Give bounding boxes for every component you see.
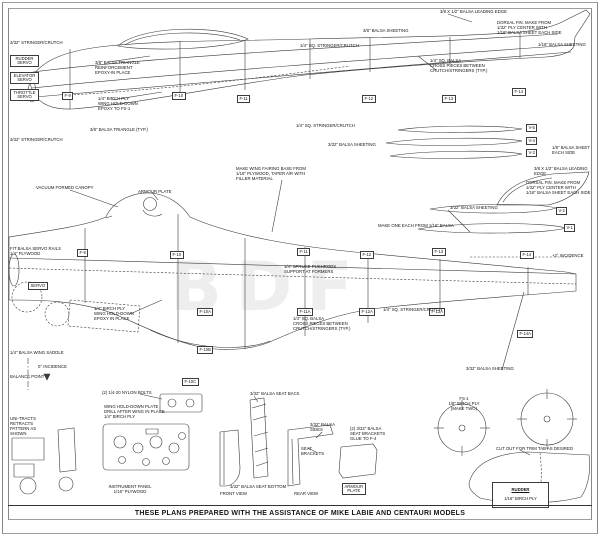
former-top-f9: F-9 xyxy=(62,92,74,100)
note-seat-brackets-qty: (2) 3/32" BALSA SEAT BRACKETS GLUE TO F-… xyxy=(350,426,386,442)
note-incidence-0: 0° INCIDENCE xyxy=(38,364,67,369)
former-top-f14: F-14 xyxy=(512,88,526,96)
former-top-f13: F-13 xyxy=(442,95,456,103)
note-leading-edge-topright: 3/8 X 1/2" BALSA LEADING EDGE xyxy=(440,9,507,14)
leader-lines xyxy=(70,14,530,455)
servo-box-mid: SERVO xyxy=(28,282,48,290)
note-wing-holddown-plate: WING HOLD-DOWN PLATE DRILL AFTER WING IN… xyxy=(104,404,165,420)
title-strip-text: THESE PLANS PREPARED WITH THE ASSISTANCE… xyxy=(134,510,466,517)
note-dorsal-fin-right: DORSAL FIN. MAKE FROM 1/32" PLY CENTER W… xyxy=(526,180,591,196)
former-sub-f14a: F-14A xyxy=(517,330,534,338)
note-balance-point: BALANCE POINT xyxy=(10,374,45,379)
note-sq-stringer-top2: 1/4" SQ. STRINGER/CRUTCH xyxy=(296,123,355,128)
note-balsa-triangle-typ: 3/8" BALSA TRIANGLE (TYP.) xyxy=(90,127,148,132)
fs1-discs-drawing xyxy=(434,389,577,456)
note-leading-edge-right: 3/8 X 1/2" BALSA LEADING EDGE xyxy=(534,166,588,177)
former-sub-f10a: F-10A xyxy=(197,308,214,316)
template-v4: V-4 xyxy=(526,137,538,145)
servo-box-throttle: THROTTLE SERVO xyxy=(10,89,39,102)
former-sub-f10c: F-10C xyxy=(182,378,199,386)
template-v5: V-5 xyxy=(526,124,538,132)
note-balsa-triangle: 3/8" BALSA TRIANGLE REINFORCEMENT EPOXY-… xyxy=(95,60,140,76)
former-side-f13: F-13 xyxy=(432,248,446,256)
former-side-f10: F-10 xyxy=(170,251,184,259)
note-make-one-each: MAKE ONE EACH FROM 1/16" BALSA xyxy=(378,223,454,228)
former-side-f9: F-9 xyxy=(77,249,89,257)
caption-rudder-box: RUDDER 1/16" BIRCH PLY xyxy=(492,482,549,509)
side-view-fuselage xyxy=(9,193,576,390)
former-side-f11: F-11 xyxy=(297,248,311,256)
former-top-f10: F-10 xyxy=(172,92,186,100)
note-v-sheet: 1/8" BALSA SHEET EACH SIDE xyxy=(552,145,590,156)
note-birch-ply-holddown-top: 1/4" BIRCH PLY WING HOLD-DOWN EPOXY TO F… xyxy=(98,96,138,112)
note-balsa-sides: 3/32" BALSA SIDES xyxy=(310,422,335,433)
template-v3: V-3 xyxy=(526,149,538,157)
caption-rear-view: REAR VIEW xyxy=(294,491,319,496)
caption-instrument-panel: INSTRUMENT PANEL 1/16" PLYWOOD xyxy=(108,484,152,495)
note-wing-fairing: MAKE WING FAIRING BASE FROM 1/16" PLYWOO… xyxy=(236,166,306,182)
caption-front-view: FRONT VIEW xyxy=(220,491,247,496)
template-v1: V-1 xyxy=(564,224,576,232)
retract-parts-drawing xyxy=(12,428,76,494)
note-wing-saddle: 1/4" BALSA WING SADDLE xyxy=(10,350,64,355)
note-incidence-right: +2° INCIDENCE xyxy=(552,253,584,258)
former-side-f14: F-14 xyxy=(520,251,534,259)
note-balsa-sheeting-mid: 3/32" BALSA SHEETING xyxy=(450,205,498,210)
former-top-f12: F-12 xyxy=(362,95,376,103)
note-balsa-sheeting-top: 3/8" BALSA SHEETING xyxy=(363,28,409,33)
note-fs1: FS-1 1/8" BIRCH PLY (MAKE TWO) xyxy=(448,396,480,412)
note-birch-ply-holddown-mid: 1/4" BIRCH PLY WING HOLD-DOWN EPOXY IN P… xyxy=(94,306,134,322)
note-spruce-pushrods: 1/4" SPRUCE PUSHRODS SUPPORT AT FORMERS xyxy=(284,264,337,275)
title-strip: THESE PLANS PREPARED WITH THE ASSISTANCE… xyxy=(8,505,592,521)
note-stringer-crutch-topleft: 3/32" STRINGER/CRUTCH xyxy=(10,40,63,45)
instrument-panel-drawing xyxy=(103,424,189,470)
rudder-subtitle: 1/16" BIRCH PLY xyxy=(504,496,537,502)
note-trim-tab: CUT OUT FOR TRIM TAB AS DESIRED xyxy=(496,446,573,451)
former-sub-f12a: F-12A xyxy=(359,308,376,316)
frame-border xyxy=(3,3,598,534)
note-servo-rails: FIT BALSA SERVO RAILS 1/4" PLYWOOD xyxy=(10,246,61,257)
note-uni-tracts: UNI-TRACTS RETRACTS PATTERN AS SHOWN xyxy=(10,416,37,437)
note-armour-plate: ARMOUR PLATE xyxy=(138,189,172,194)
former-top-f11: F-11 xyxy=(237,95,251,103)
note-sq-stringer-top: 1/4" SQ. STRINGER/CRUTCH xyxy=(300,43,359,48)
note-seat-bottom: 3/32" BALSA SEAT BOTTOM xyxy=(230,484,287,489)
seat-parts-drawing xyxy=(220,398,377,486)
former-sub-f10b: F-10B xyxy=(197,346,214,354)
note-balsa-sheeting-top2: 3/32" BALSA SHEETING xyxy=(328,142,376,147)
former-sub-f11a: F-11A xyxy=(297,308,314,316)
servo-box-rudder: RUDDER SERVO xyxy=(10,55,39,68)
rudder-drawing xyxy=(469,452,590,503)
note-balsa-sheeting-tail: 3/32" BALSA SHEETING xyxy=(466,366,514,371)
top-view-fuselage xyxy=(28,10,590,109)
template-v2: V-2 xyxy=(556,207,568,215)
note-seat-brackets: SEAT BRACKETS xyxy=(301,446,325,457)
former-sub-f13a: F-13A xyxy=(429,308,446,316)
note-seat-back: 3/32" BALSA SEAT BACK xyxy=(250,391,300,396)
note-sheeting-topright: 1/16" BALSA SHEETING xyxy=(538,42,586,47)
note-nylon-bolts: (2) 1/4-20 NYLON BOLTS xyxy=(102,390,152,395)
wing-holddown-plate-drawing xyxy=(160,394,202,412)
note-sq-stringer-mid: 1/4" SQ. STRINGER/CRUTCH xyxy=(383,307,442,312)
note-stringer-crutch-midleft: 3/32" STRINGER/CRUTCH xyxy=(10,137,63,142)
note-sq-balsa-cross-mid: 1/4" SQ. BALSA CROSS PIECES BETWEEN CRUT… xyxy=(293,316,351,332)
caption-armour-plate: ARMOUR PLATE xyxy=(342,483,366,496)
note-vacuum-canopy: VACUUM FORMED CANOPY xyxy=(36,185,94,190)
note-sq-balsa-cross-top: 1/4" SQ. BALSA CROSS PIECES BETWEEN CRUT… xyxy=(430,58,488,74)
former-side-f12: F-12 xyxy=(360,251,374,259)
note-dorsal-fin-topright: DORSAL FIN. MAKE FROM 1/32" PLY CENTER W… xyxy=(497,20,562,36)
rudder-title: RUDDER xyxy=(511,487,530,493)
servo-box-elevator: ELEVATOR SERVO xyxy=(10,72,39,85)
